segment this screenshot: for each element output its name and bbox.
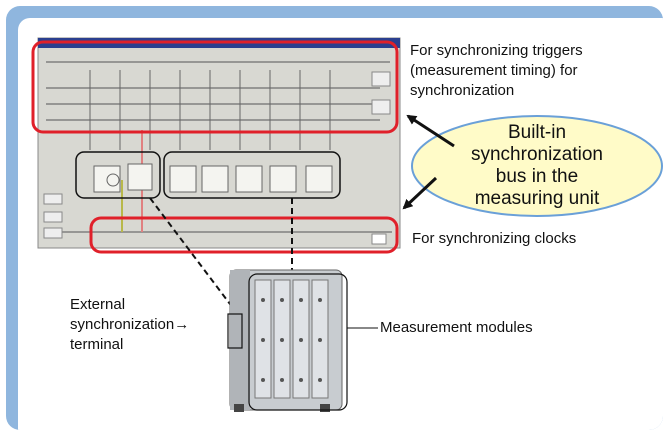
clocks-label: For synchronizing clocks [412,230,577,247]
bus-label-2: synchronization [470,144,604,165]
sync-panel-screenshot [37,37,401,249]
external-terminal-outline [227,313,243,349]
modules-label: Measurement modules [380,319,533,336]
measuring-unit-image [229,269,343,412]
arrow-to-triggers [406,114,455,148]
bus-label-1: Built-in [507,122,567,143]
sync-bus-ellipse [411,115,663,217]
triggers-label-3: synchronization [410,82,515,99]
triggers-label-2: (measurement timing) for [410,62,578,79]
triggers-label-1: For synchronizing triggers [410,42,583,59]
external-label-1: External [70,296,126,313]
external-label-2: synchronization→ [70,316,190,333]
modules-outline [248,273,348,411]
external-label-3: terminal [70,336,124,353]
trigger-highlight-box [31,40,399,134]
arrow-to-clocks [402,176,438,210]
sync-bus-label: Built-in synchronization bus in the meas… [412,116,662,216]
external-terminal-box [75,151,161,199]
dashed-connector-terminal [149,197,237,313]
clock-highlight-box [89,216,399,254]
measurement-modules-box [163,151,341,199]
bus-label-4: measuring unit [474,188,600,209]
bus-label-3: bus in the [495,166,579,187]
